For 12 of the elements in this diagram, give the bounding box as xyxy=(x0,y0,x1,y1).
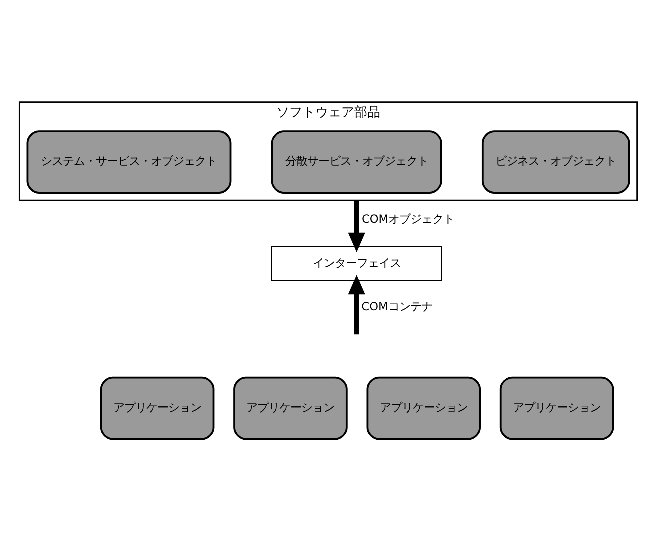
node-box: アプリケーション xyxy=(500,376,614,440)
node-box: アプリケーション xyxy=(366,376,482,440)
node-box: インターフェイス xyxy=(271,246,442,282)
node-box: ビジネス・オブジェクト xyxy=(482,130,630,194)
node-box: アプリケーション xyxy=(100,376,215,440)
node-box: アプリケーション xyxy=(234,376,348,440)
edge-label: COMオブジェクト xyxy=(362,212,455,226)
node-box: システム・サービス・オブジェクト xyxy=(26,130,232,194)
edge-label: COMコンテナ xyxy=(362,300,432,314)
arrow xyxy=(348,275,366,335)
arrow xyxy=(348,200,366,252)
node-box: 分散サービス・オブジェクト xyxy=(271,130,442,194)
